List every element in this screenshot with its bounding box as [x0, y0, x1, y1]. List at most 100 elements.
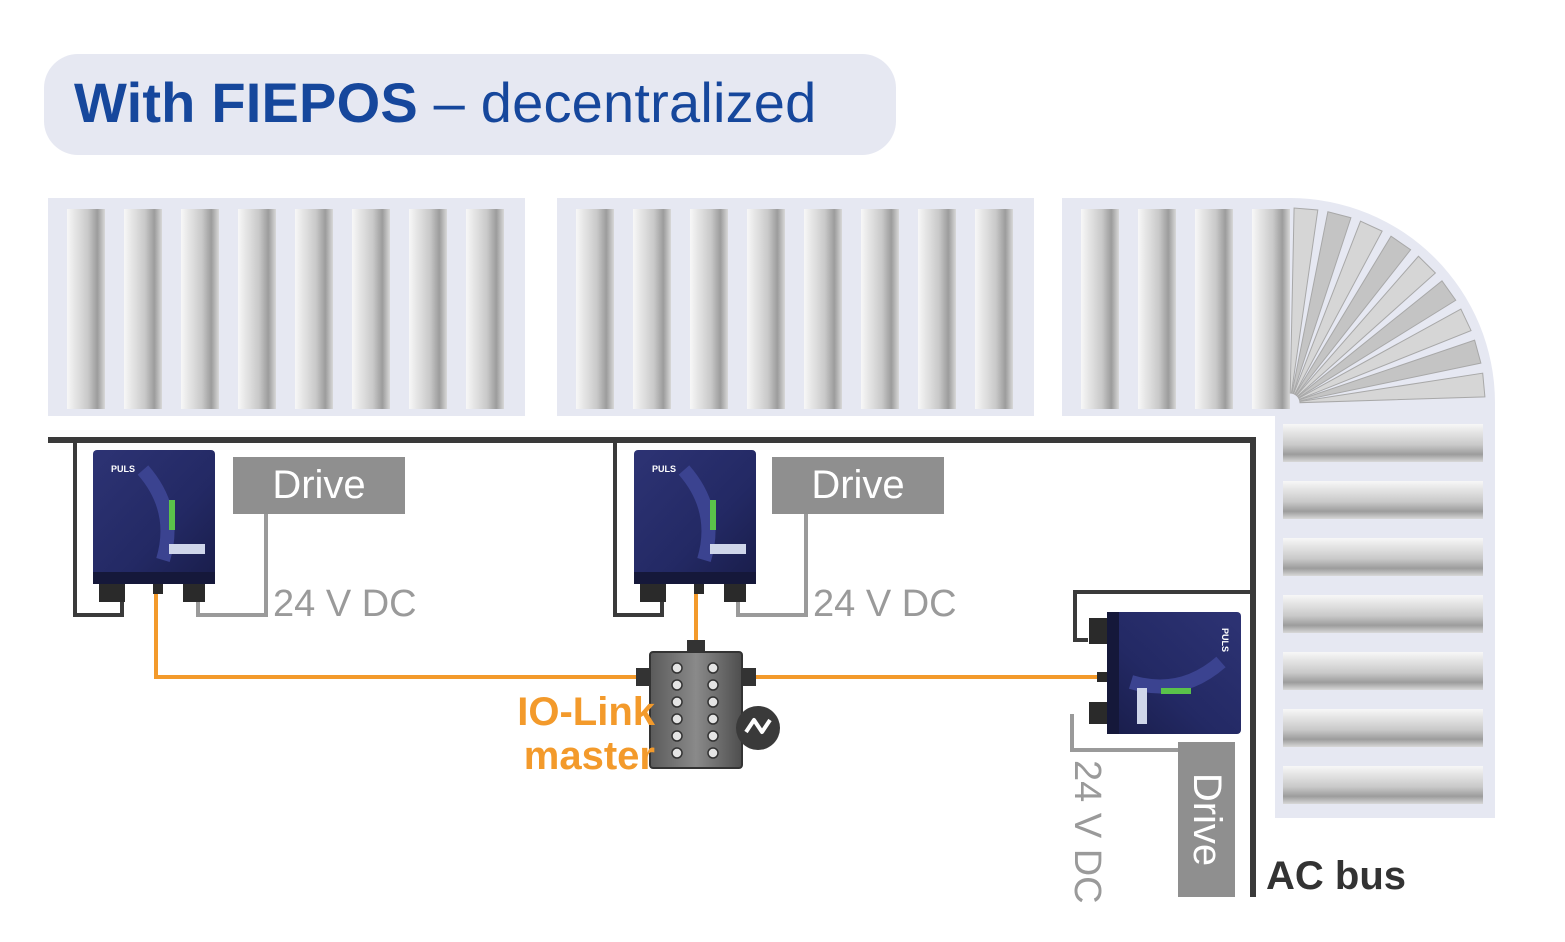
iolink-icon-wave	[744, 718, 772, 734]
conveyor-curve-roller	[1292, 220, 1383, 395]
device-swoosh	[678, 465, 716, 563]
conveyor-roller	[466, 209, 504, 409]
conveyor-roller	[1283, 481, 1483, 519]
master-port	[707, 747, 719, 759]
master-port	[671, 730, 683, 742]
status-leds	[169, 500, 175, 530]
conveyor-roller	[1252, 209, 1290, 409]
bus-branch-3	[1073, 590, 1253, 642]
master-port	[671, 696, 683, 708]
fiepos-device-3	[1089, 612, 1241, 734]
conveyor-roller	[1283, 424, 1483, 462]
iolink-master-block	[636, 640, 756, 769]
device-label-plate	[169, 544, 205, 554]
connector-left	[1089, 618, 1107, 644]
device-base	[93, 572, 215, 584]
conveyor-roller	[238, 209, 276, 409]
device-label-plate	[1137, 688, 1147, 724]
conveyor-roller	[633, 209, 671, 409]
conveyor-roller	[1283, 538, 1483, 576]
drive-wiring	[196, 512, 1178, 752]
device-swoosh	[137, 465, 175, 563]
conveyor-roller	[352, 209, 390, 409]
master-port	[707, 713, 719, 725]
conveyor-roller	[295, 209, 333, 409]
drive-label-2: Drive	[811, 463, 905, 507]
drive-wire-1	[196, 512, 268, 617]
iolink-symbol-icon	[736, 706, 780, 750]
puls-logo: PULS	[111, 464, 135, 474]
device-base	[1107, 612, 1119, 734]
master-port	[707, 696, 719, 708]
power-label-1: 24 V DC	[273, 583, 417, 625]
conveyor-group	[48, 198, 1495, 818]
conveyor-section-1	[48, 198, 525, 416]
conveyor-section-2	[557, 198, 1034, 416]
status-leds	[710, 500, 716, 530]
drive-box-2: Drive	[772, 457, 944, 514]
puls-logo: PULS	[652, 464, 676, 474]
conveyor-roller	[1283, 595, 1483, 633]
connector-right	[183, 584, 205, 602]
conveyor-curve-roller	[1299, 372, 1486, 404]
device-base	[634, 572, 756, 584]
title-bold: With FIEPOS	[74, 71, 418, 134]
drive-box-3: Drive	[1178, 742, 1235, 897]
title-dash: –	[417, 71, 481, 134]
iolink-master-label: IO-Link master	[505, 690, 655, 778]
fiepos-device-1: PULS	[93, 450, 215, 602]
connector-left	[99, 584, 125, 602]
conveyor-roller	[576, 209, 614, 409]
ac-bus-label: AC bus	[1266, 854, 1406, 898]
conveyor-roller	[918, 209, 956, 409]
conveyor-roller	[1195, 209, 1233, 409]
conveyor-roller	[409, 209, 447, 409]
iolink-wiring	[154, 588, 1105, 679]
puls-logo-3: PULS	[1220, 628, 1230, 652]
conveyor-roller	[1081, 209, 1119, 409]
drive-wire-2	[736, 512, 808, 617]
connector-iolink	[1097, 672, 1107, 682]
conveyor-roller	[861, 209, 899, 409]
power-label-2: 24 V DC	[813, 583, 957, 625]
conveyor-roller	[181, 209, 219, 409]
power-label-3: 24 V DC	[1066, 760, 1108, 904]
drive-box-1: Drive	[233, 457, 405, 514]
master-body	[649, 651, 743, 769]
conveyor-roller	[1283, 709, 1483, 747]
connector-right	[724, 584, 746, 602]
conveyor-roller	[124, 209, 162, 409]
status-leds	[1161, 688, 1191, 694]
master-port	[671, 713, 683, 725]
drive-label-3: Drive	[1185, 772, 1229, 867]
device-label-plate	[710, 544, 746, 554]
drive-label-1: Drive	[272, 463, 366, 507]
conveyor-roller	[67, 209, 105, 409]
master-port	[707, 662, 719, 674]
iolink-label-line2: master	[523, 734, 655, 778]
master-port	[707, 730, 719, 742]
connector-iolink	[694, 584, 704, 594]
page-title: With FIEPOS – decentralized	[74, 70, 817, 135]
conveyor-roller	[804, 209, 842, 409]
device-swoosh	[1128, 656, 1226, 694]
conveyor-curve-roller	[1298, 308, 1472, 400]
bus-branch-2	[613, 440, 664, 617]
master-port	[671, 679, 683, 691]
bus-branch-1	[73, 440, 124, 617]
title-banner	[44, 54, 896, 155]
connector-right	[1089, 702, 1107, 724]
conveyor-roller	[1283, 652, 1483, 690]
master-port	[671, 747, 683, 759]
master-port	[671, 662, 683, 674]
conveyor-roller	[747, 209, 785, 409]
conveyor-curve-roller	[1291, 211, 1352, 395]
conveyor-curve-roller	[1295, 255, 1437, 398]
iolink-wire-1	[154, 588, 640, 679]
conveyor-roller	[1283, 766, 1483, 804]
title-light: decentralized	[480, 71, 817, 134]
master-port	[707, 679, 719, 691]
master-right-connector	[740, 668, 756, 686]
